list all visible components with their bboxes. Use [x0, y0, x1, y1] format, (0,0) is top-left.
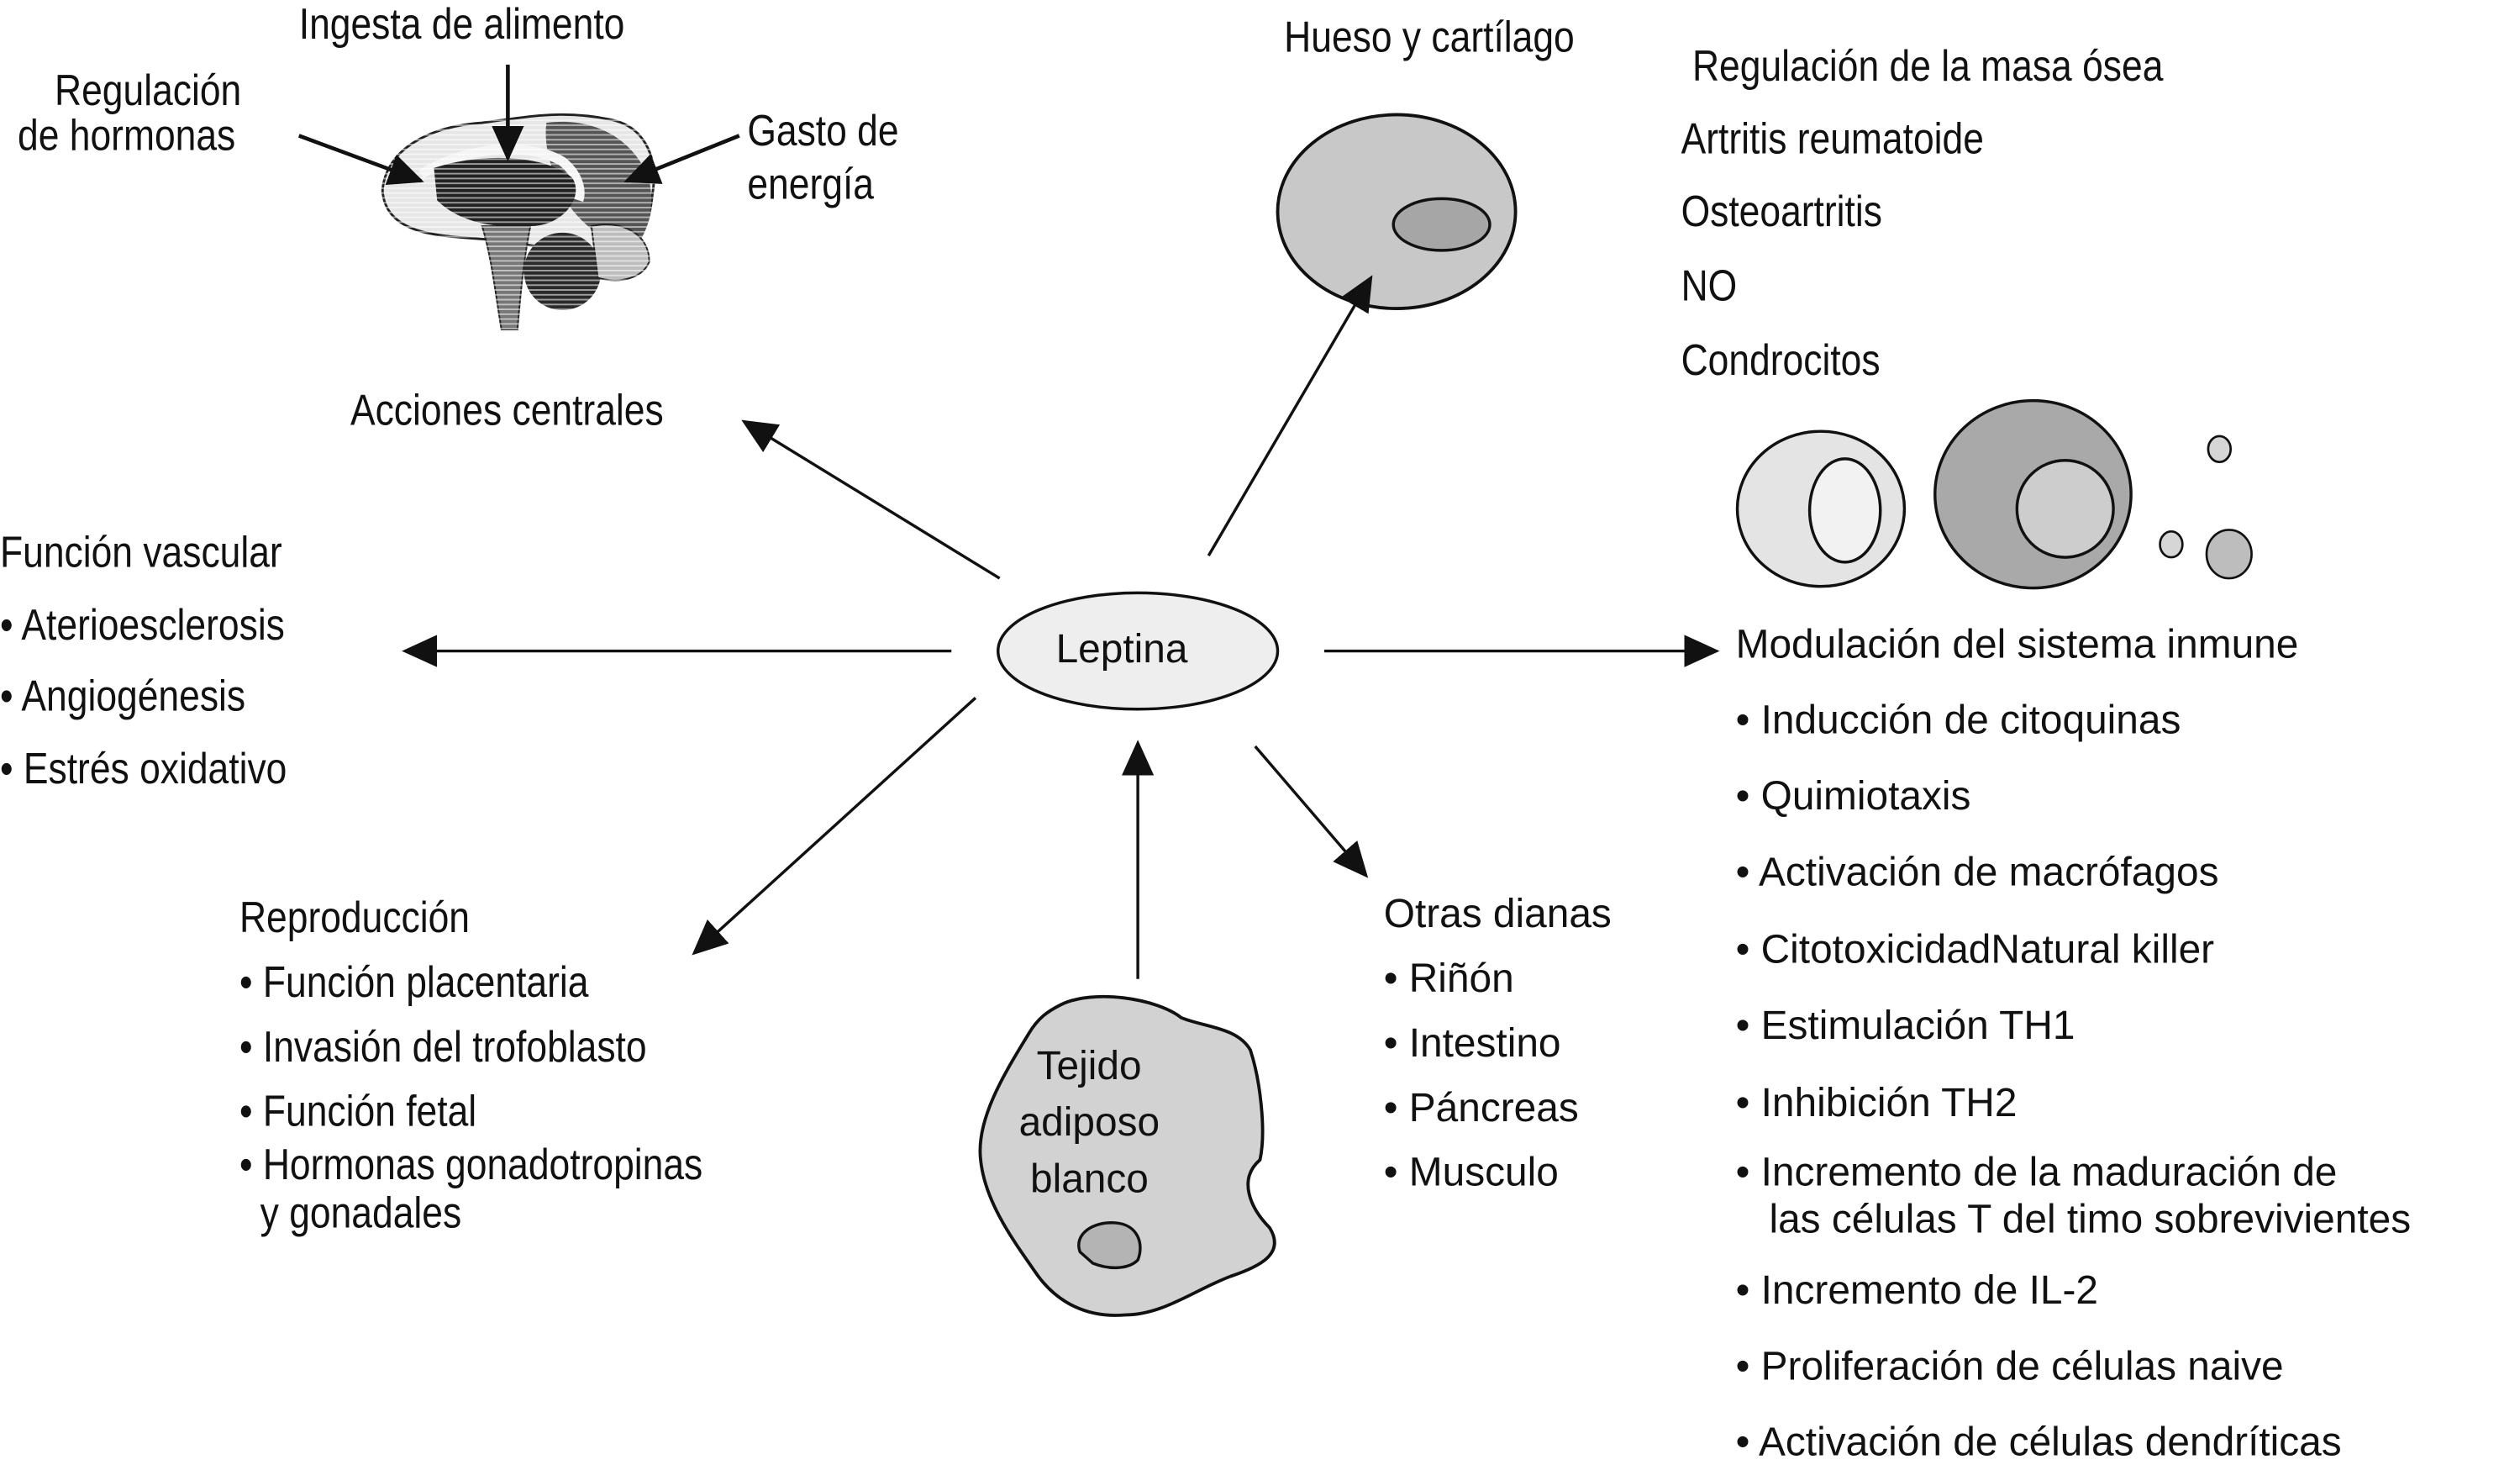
- reproduction-item: • Función fetal: [239, 1087, 477, 1136]
- arrow-gasto-energia: [623, 134, 740, 184]
- brain-label-regulacion-line-2: de hormonas: [18, 111, 236, 161]
- immune-cells-illustration: [1735, 398, 2253, 590]
- bone-cell-nucleus: [1392, 197, 1491, 252]
- immune-item: • Incremento de IL-2: [1735, 1267, 2098, 1314]
- leptina-node: [997, 591, 1280, 711]
- arrow-to-reproduction: [692, 697, 977, 956]
- immune-item: • Incremento de la maduración de: [1735, 1150, 2338, 1196]
- immune-item: • Estimulación TH1: [1735, 1003, 2075, 1049]
- adipose-cell: [978, 994, 1276, 1317]
- vascular-item: • Aterioesclerosis: [0, 600, 285, 650]
- bone-item: NO: [1681, 261, 1738, 311]
- other-targets-item: • Musculo: [1383, 1150, 1559, 1196]
- vascular-title: Función vascular: [0, 528, 282, 577]
- bone-item: Artritis reumatoide: [1681, 114, 1984, 164]
- brain-label-gasto-line-1: Gasto de: [747, 106, 899, 155]
- central-actions-title: Acciones centrales: [350, 386, 664, 435]
- adipose-label-line-3: blanco: [1029, 1157, 1149, 1202]
- bone-item: Regulación de la masa ósea: [1691, 41, 2164, 91]
- adipose-nucleus: [1077, 1221, 1142, 1270]
- immune-title: Modulación del sistema inmune: [1735, 621, 2299, 667]
- other-targets-item: • Intestino: [1383, 1020, 1561, 1067]
- brain-label-ingesta: Ingesta de alimento: [298, 0, 625, 49]
- bone-cell-outer: [1276, 113, 1518, 311]
- immune-item: • Proliferación de células naive: [1735, 1344, 2284, 1389]
- bone-item: Osteoartritis: [1681, 187, 1882, 236]
- immune-item: • CitotoxicidadNatural killer: [1735, 927, 2215, 973]
- immune-item: • Activación de células dendríticas: [1735, 1420, 2342, 1466]
- leptina-label: Leptina: [1055, 626, 1188, 672]
- adipose-label-line-1: Tejido: [1036, 1043, 1142, 1089]
- immune-item: • Activación de macrófagos: [1735, 849, 2219, 895]
- immune-item: • Inhibición TH2: [1735, 1080, 2018, 1126]
- reproduction-item: • Función placentaria: [239, 957, 589, 1007]
- vascular-item: • Estrés oxidativo: [0, 745, 287, 793]
- reproduction-item: • Hormonas gonadotropinas: [239, 1140, 703, 1189]
- arrow-to-central-actions: [741, 419, 1001, 580]
- brain-illustration: [379, 113, 656, 336]
- arrow-to-other-targets: [1254, 745, 1369, 878]
- brain-label-gasto-line-2: energía: [747, 160, 874, 208]
- immune-item-continuation: las células T del timo sobrevivientes: [1735, 1197, 2412, 1243]
- reproduction-title: Reproducción: [239, 893, 471, 942]
- reproduction-item: • Invasión del trofoblasto: [239, 1022, 647, 1072]
- other-targets-title: Otras dianas: [1383, 891, 1612, 937]
- immune-item: • Quimiotaxis: [1735, 773, 1971, 819]
- arrow-to-bone: [1207, 275, 1373, 557]
- bone-title: Hueso y cartílago: [1284, 13, 1575, 62]
- bone-item: Condrocitos: [1681, 335, 1881, 385]
- immune-item: • Inducción de citoquinas: [1735, 698, 2181, 744]
- adipose-label-line-2: adiposo: [1018, 1099, 1160, 1146]
- vascular-item: • Angiogénesis: [0, 672, 246, 721]
- arrow-regulacion-hormonas: [297, 134, 424, 186]
- other-targets-item: • Páncreas: [1383, 1085, 1579, 1131]
- brain-label-regulacion-line-1: Regulación: [55, 66, 242, 115]
- other-targets-item: • Riñón: [1383, 956, 1514, 1002]
- reproduction-item-continuation: y gonadales: [239, 1188, 462, 1238]
